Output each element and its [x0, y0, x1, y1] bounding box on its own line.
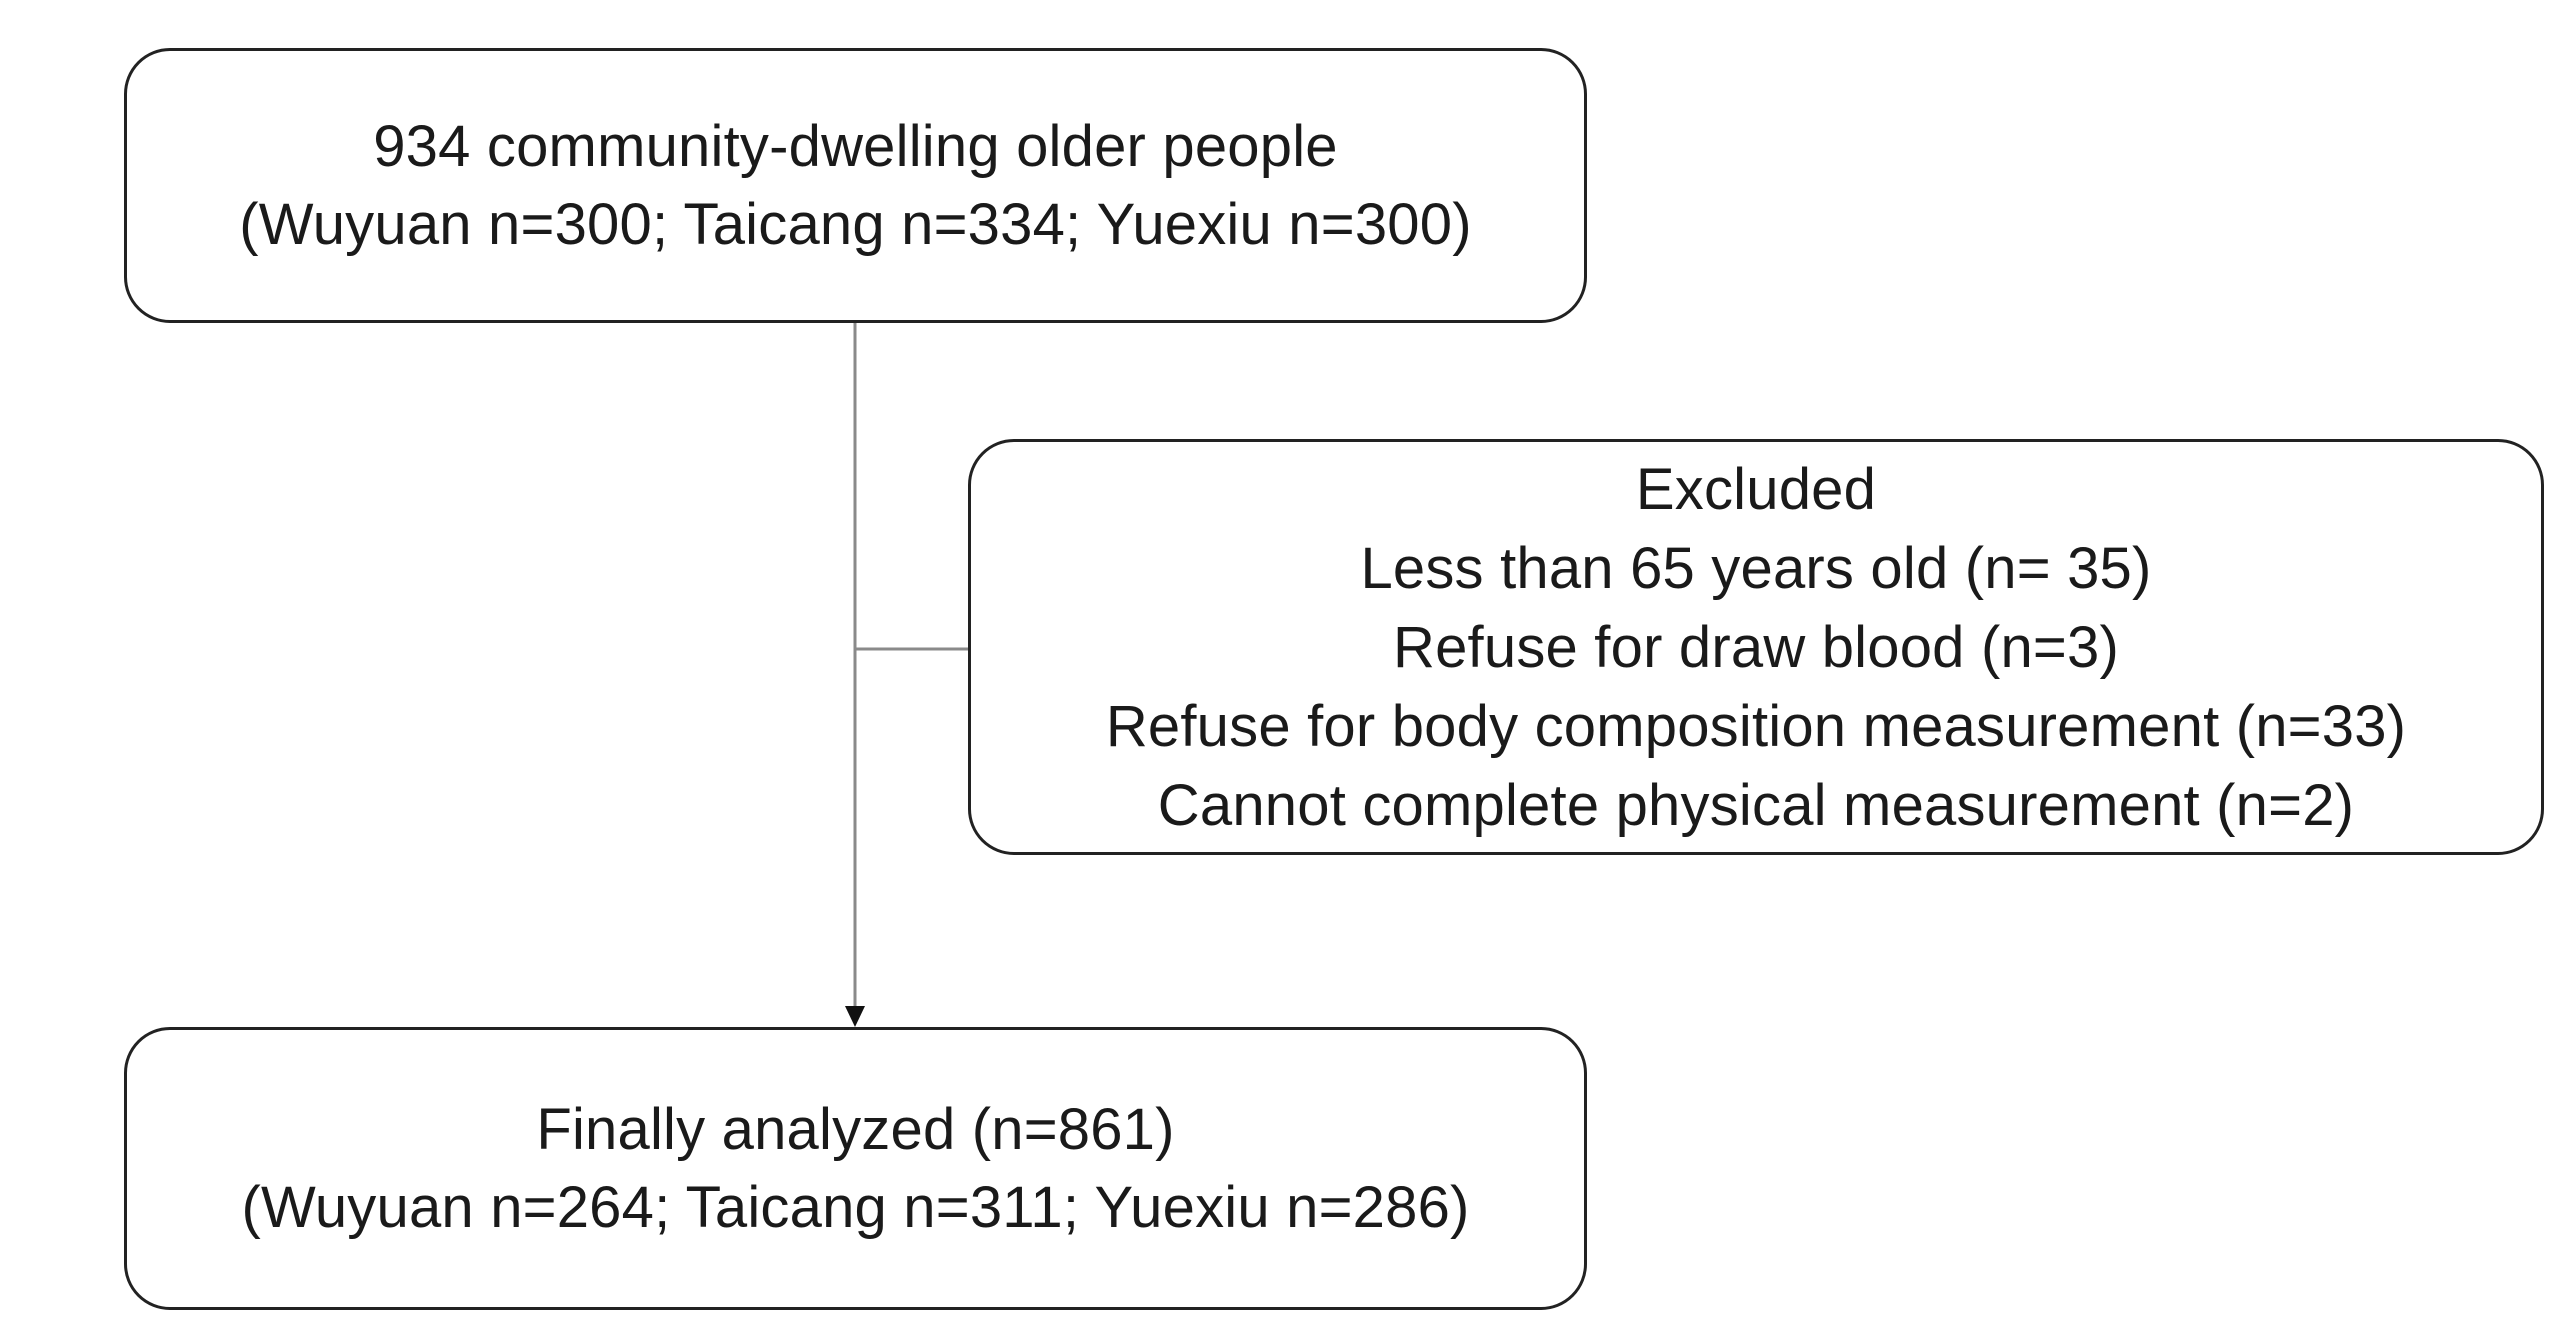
excluded-box: Excluded Less than 65 years old (n= 35) … — [968, 439, 2544, 855]
analyzed-by-site-text: (Wuyuan n=264; Taicang n=311; Yuexiu n=2… — [241, 1174, 1470, 1240]
exclusion-reason: Refuse for draw blood (n=3) — [1393, 614, 2119, 680]
enrolled-total-text: 934 community-dwelling older people — [373, 113, 1338, 179]
exclusion-reason: Cannot complete physical measurement (n=… — [1157, 772, 2355, 838]
arrowhead-down-icon — [845, 1006, 865, 1027]
excluded-heading: Excluded — [1635, 456, 1877, 522]
exclusion-reason: Less than 65 years old (n= 35) — [1360, 535, 2152, 601]
exclusion-reason: Refuse for body composition measurement … — [1105, 693, 2407, 759]
analyzed-total-text: Finally analyzed (n=861) — [536, 1096, 1175, 1162]
enrolled-by-site-text: (Wuyuan n=300; Taicang n=334; Yuexiu n=3… — [239, 191, 1472, 257]
analyzed-population-box: Finally analyzed (n=861) (Wuyuan n=264; … — [124, 1027, 1587, 1310]
enrolled-population-box: 934 community-dwelling older people (Wuy… — [124, 48, 1587, 323]
